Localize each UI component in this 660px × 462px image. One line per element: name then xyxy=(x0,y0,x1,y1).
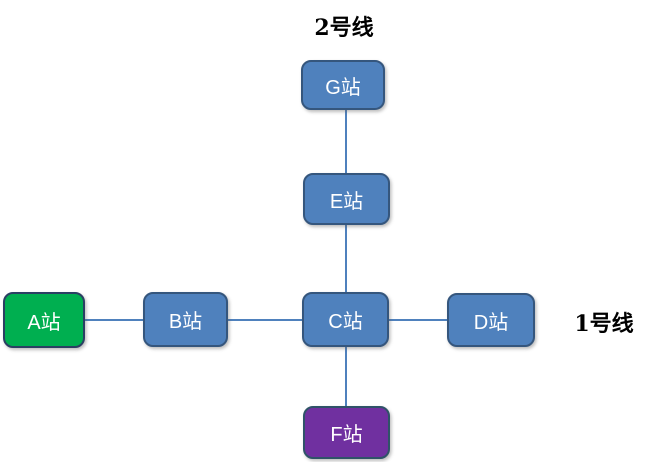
station-c-label: C站 xyxy=(328,311,363,333)
connector-c-d xyxy=(389,319,447,321)
station-node-a: A站 xyxy=(3,292,85,348)
station-node-g: G站 xyxy=(301,60,385,110)
connector-g-e xyxy=(345,110,347,173)
connector-e-c xyxy=(345,225,347,292)
station-node-d: D站 xyxy=(447,293,535,347)
connector-a-b xyxy=(85,319,143,321)
connector-b-c xyxy=(228,319,302,321)
station-f-label: F站 xyxy=(330,424,363,446)
station-b-label: B站 xyxy=(168,311,203,333)
station-node-f: F站 xyxy=(303,406,390,459)
station-e-label: E站 xyxy=(329,190,364,213)
station-a-label: A站 xyxy=(27,311,61,334)
station-node-c: C站 xyxy=(302,292,389,347)
station-node-e: E站 xyxy=(303,173,390,225)
station-node-b: B站 xyxy=(143,292,228,347)
line2-label: 2号线 xyxy=(314,15,374,41)
line1-label: 1号线 xyxy=(574,311,634,337)
connector-c-f xyxy=(345,347,347,406)
station-g-label: G站 xyxy=(325,76,361,99)
station-d-label: D站 xyxy=(473,311,509,334)
